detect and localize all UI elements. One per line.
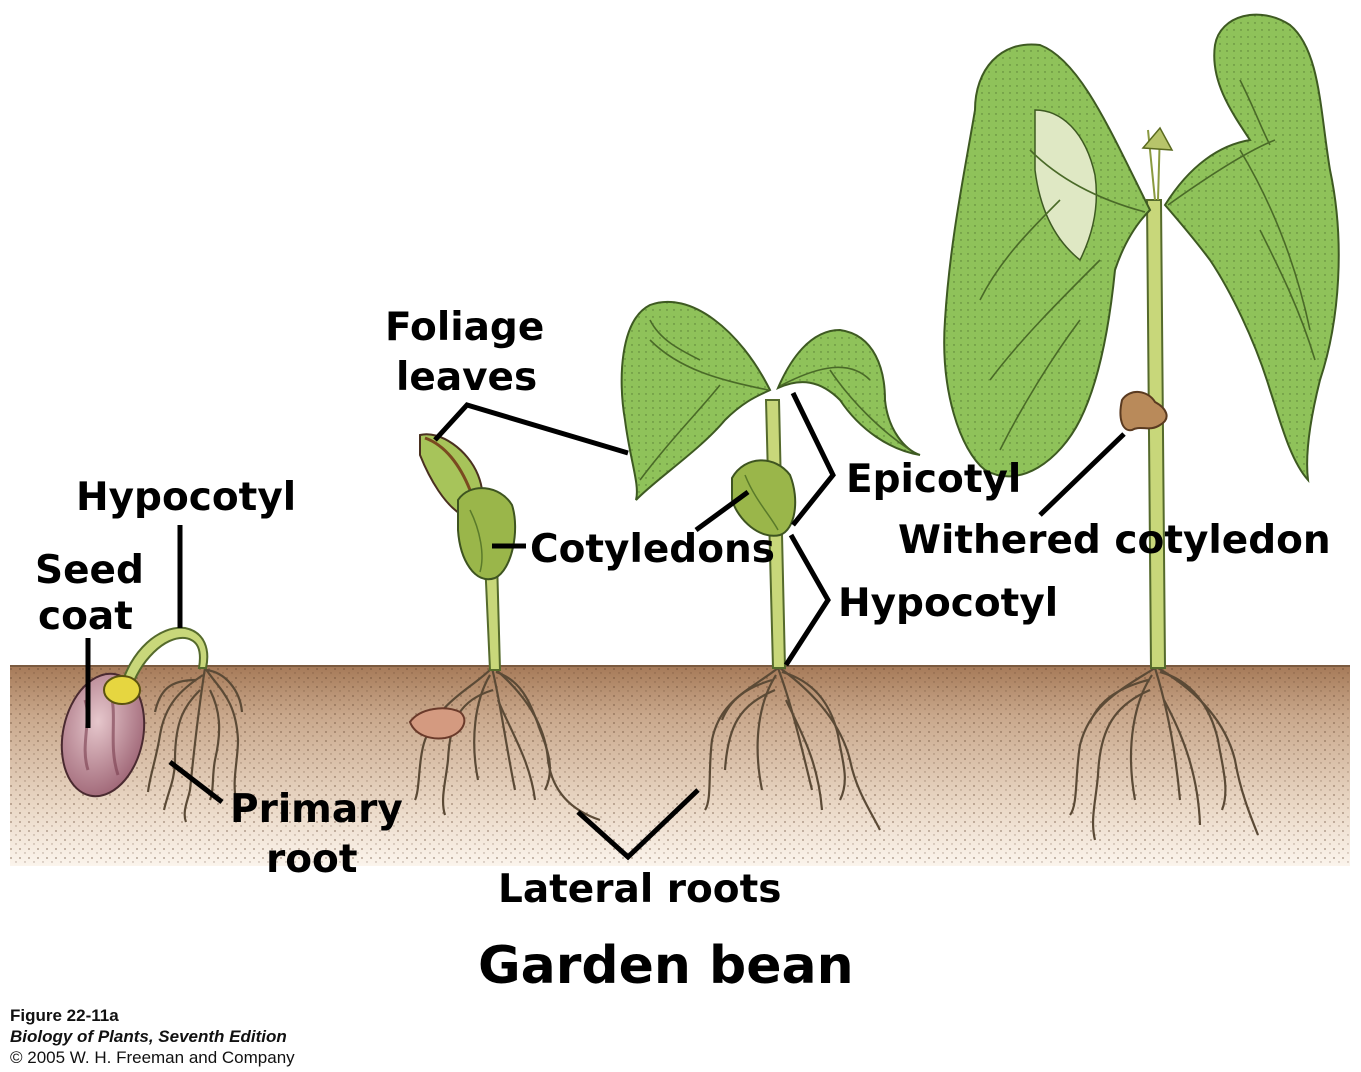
label-epicotyl: Epicotyl [846,457,1021,502]
seedling-stage-1 [60,626,244,823]
withered-cotyledon [1119,391,1168,432]
label-primary-root-line2: root [266,837,357,882]
label-cotyledons: Cotyledons [530,527,775,572]
label-withered-cotyledon: Withered cotyledon [898,518,1331,563]
leader-cotyledons-right [694,489,750,533]
label-foliage-leaves-line2: leaves [396,355,537,400]
leaves-stage-4 [943,13,1340,484]
leader-withered-cotyledon [1038,432,1126,517]
label-lateral-roots: Lateral roots [498,867,781,912]
seed-coat [60,672,146,798]
figure-caption: Figure 22-11a Biology of Plants, Seventh… [10,1006,295,1067]
soil [10,665,1350,866]
caption-figure-number: Figure 22-11a [10,1006,119,1025]
seedling-stage-2 [408,433,601,822]
label-seed-coat-line2: coat [38,594,133,639]
leader-epicotyl [790,391,836,527]
label-seed-coat-line1: Seed [35,548,144,593]
leader-primary-root [168,760,224,804]
diagram-title: Garden bean [478,936,854,996]
seedling-stage-4 [943,13,1340,841]
leader-lines [85,391,1126,861]
leader-hypocotyl-right [783,533,831,667]
roots-stage-4 [1069,667,1260,841]
leader-foliage-leaves [433,402,629,456]
caption-copyright: © 2005 W. H. Freeman and Company [10,1048,295,1067]
label-primary-root-line1: Primary [230,787,403,832]
caption-book-title: Biology of Plants, Seventh Edition [10,1027,287,1046]
seedling-stage-3 [620,300,921,831]
label-hypocotyl-left: Hypocotyl [76,475,296,520]
leader-lateral-roots [576,788,700,861]
leaves-stage-3 [620,300,921,501]
roots-stage-3 [704,667,881,831]
cotyledons-stage-3 [731,459,797,537]
label-foliage-leaves-line1: Foliage [385,305,544,350]
label-hypocotyl-right: Hypocotyl [838,581,1058,626]
cotyledons-stage-2 [457,487,517,581]
labels: Hypocotyl Seed coat Primary root Foliage… [35,305,1331,996]
